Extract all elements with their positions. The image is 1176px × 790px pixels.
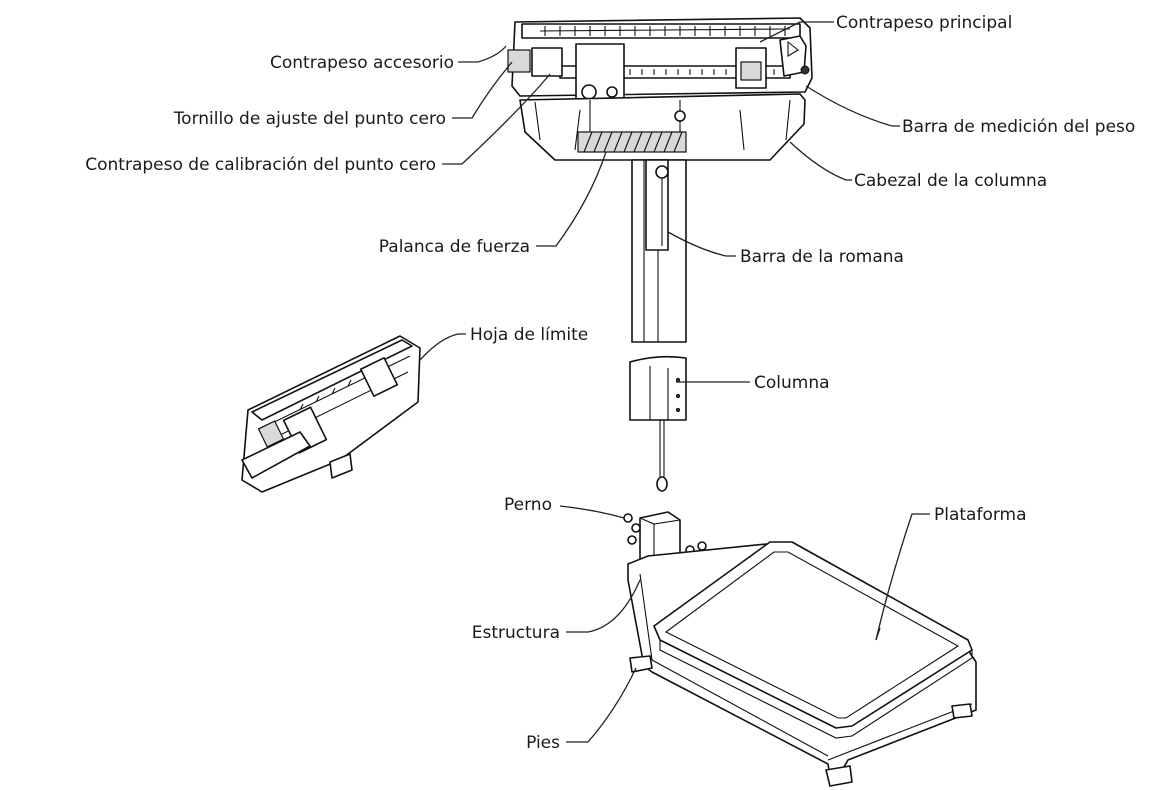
leader-lines	[419, 21, 930, 743]
leader-perno	[559, 505, 625, 519]
label-barra-romana: Barra de la romana	[740, 247, 904, 267]
label-columna: Columna	[754, 373, 830, 393]
accessory-poise	[531, 47, 563, 77]
label-estructura: Estructura	[472, 623, 560, 643]
leader-estructura	[566, 579, 641, 633]
leader-cabezal	[789, 141, 852, 181]
label-contrapeso-principal: Contrapeso principal	[836, 13, 1012, 33]
leader-palanca	[536, 151, 607, 247]
label-barra-medicion: Barra de medición del peso	[902, 117, 1135, 137]
label-tornillo-ajuste: Tornillo de ajuste del punto cero	[173, 109, 446, 129]
upper-column	[631, 159, 687, 343]
leader-contrapeso-principal	[759, 21, 834, 43]
leader-tornillo	[452, 61, 513, 119]
leader-barra-medicion	[805, 85, 900, 127]
leader-contrapeso-accesorio	[458, 45, 507, 63]
column-head-assembly	[507, 17, 813, 161]
column	[629, 355, 687, 492]
base-assembly	[623, 511, 977, 787]
label-contrapeso-accesorio: Contrapeso accesorio	[270, 53, 454, 73]
leader-hoja-limite	[419, 333, 466, 361]
label-palanca: Palanca de fuerza	[379, 237, 530, 257]
labels: Contrapeso principal Contrapeso accesori…	[85, 13, 1135, 753]
label-perno: Perno	[504, 495, 552, 515]
label-hoja-limite: Hoja de límite	[470, 325, 588, 345]
force-lever	[577, 131, 687, 153]
limit-sheet-view	[241, 335, 421, 493]
upper-beam	[521, 23, 801, 39]
label-contrapeso-calibracion: Contrapeso de calibración del punto cero	[85, 155, 436, 175]
leader-barra-romana	[667, 231, 736, 257]
label-cabezal: Cabezal de la columna	[854, 171, 1047, 191]
leader-contrapeso-calibracion	[442, 73, 551, 165]
label-pies: Pies	[526, 733, 560, 753]
leader-plataforma	[875, 513, 930, 641]
label-plataforma: Plataforma	[934, 505, 1027, 525]
leader-pies	[566, 667, 637, 743]
